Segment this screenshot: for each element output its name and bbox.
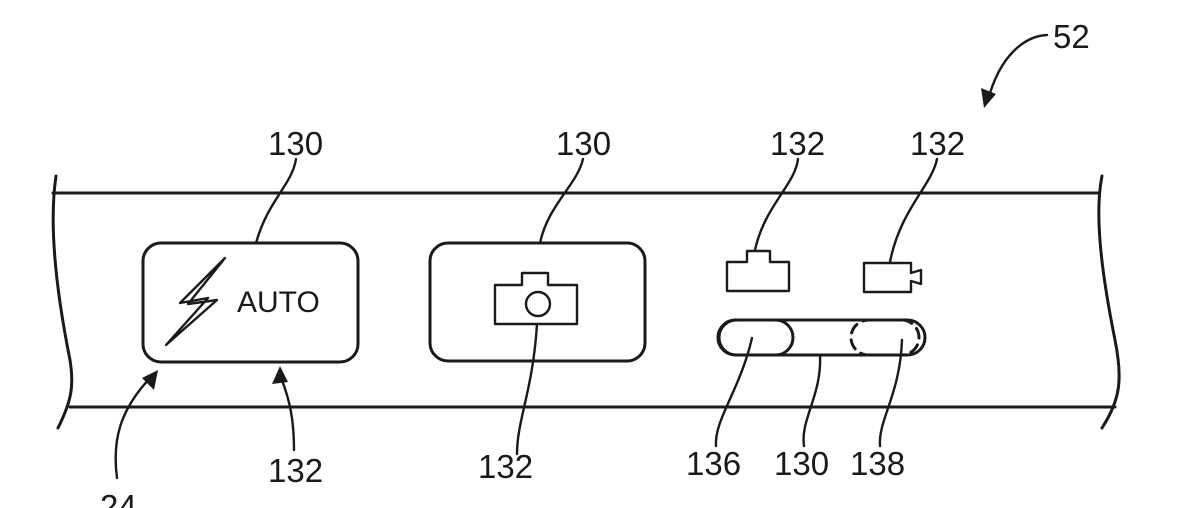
ref-label-130-shutter: 130 [556,125,611,162]
ref-label-136: 136 [686,445,741,482]
control-strip [51,174,1121,430]
toggle-knob-active[interactable] [717,318,795,357]
ref-label-132-still: 132 [770,125,825,162]
video-camera-icon [862,261,923,294]
arrowhead-24 [142,370,158,390]
ref-label-138: 138 [850,445,905,482]
shutter-button[interactable] [428,241,647,363]
strip-right-break [1097,174,1121,430]
lightning-bolt-icon [164,256,227,347]
arrowhead-132-auto [272,366,288,384]
leader-24 [114,376,152,480]
leader-lines [114,33,1049,480]
ref-label-24: 24 [100,488,137,508]
leader-130-flash [254,157,298,245]
arrowhead-52 [981,88,996,108]
leader-132-camera [515,322,539,456]
toggle-knob-inactive [849,318,921,357]
ref-label-130-toggle: 130 [774,445,829,482]
ref-label-132-video: 132 [910,125,965,162]
shutter-button-outline[interactable] [428,241,647,363]
ref-label-132-auto: 132 [268,452,323,489]
still-camera-mode-icon[interactable] [725,249,791,293]
still-camera-icon [725,249,791,293]
mode-toggle-switch[interactable] [716,318,927,357]
strip-left-break [51,174,74,430]
flash-button-outline[interactable] [141,241,360,364]
leader-130-toggle [802,353,822,448]
video-camera-mode-icon[interactable] [862,261,923,294]
leader-138 [878,338,904,448]
camera-icon [493,271,579,326]
ref-label-52: 52 [1053,18,1090,55]
leader-132-auto [278,373,296,452]
leader-130-shutter [538,157,585,245]
ref-label-132-camera: 132 [478,448,533,485]
flash-auto-button[interactable]: AUTO [141,241,360,364]
leader-136 [714,336,754,448]
leader-52 [986,33,1049,102]
ref-label-130-flash: 130 [268,125,323,162]
flash-mode-text: AUTO [237,286,320,319]
leader-132-video [888,157,939,264]
leader-132-still [753,157,800,252]
